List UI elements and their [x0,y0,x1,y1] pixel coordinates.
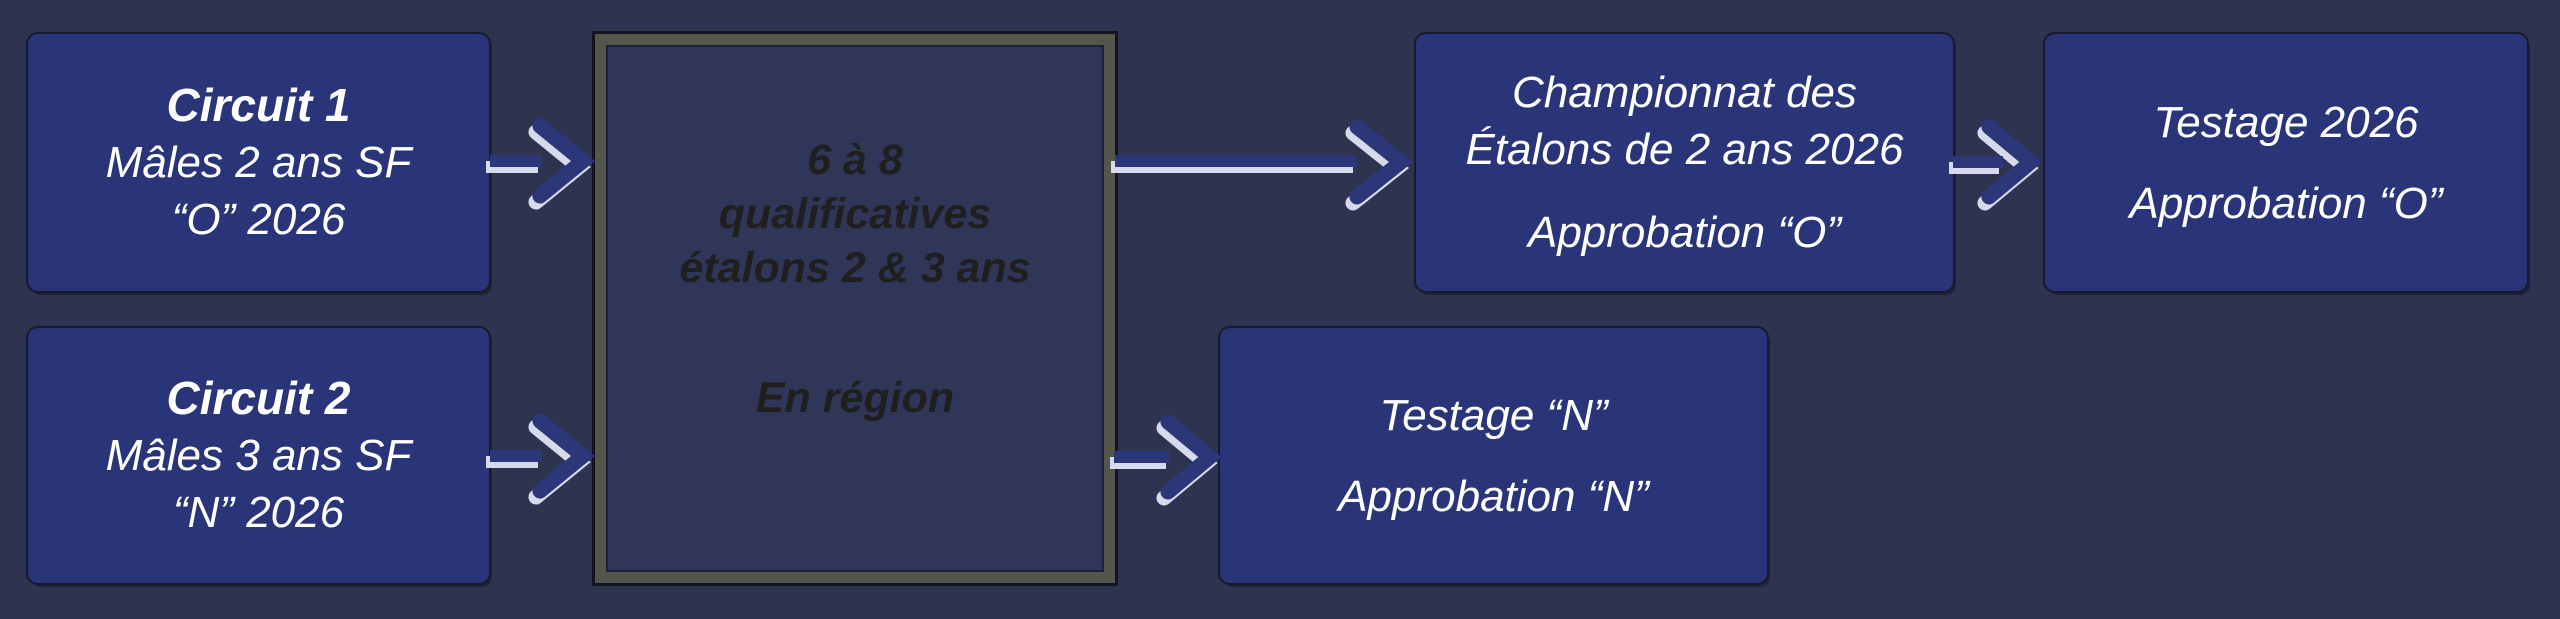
node-title: Circuit 2 [166,372,351,424]
node-line: Testage 2026 [2153,97,2419,147]
node-line: qualificatives [718,189,992,238]
node-line: Mâles 3 ans SF [105,431,412,480]
node-line: En région [755,373,955,422]
node-circuit-1: Circuit 1 Mâles 2 ans SF “O” 2026 [28,34,489,291]
node-line: étalons 2 & 3 ans [679,243,1031,292]
node-circuit-2: Circuit 2 Mâles 3 ans SF “N” 2026 [28,328,489,583]
node-line: Approbation “O” [1527,208,1842,257]
node-line: Mâles 2 ans SF [105,138,412,187]
node-qualificatives: 6 à 8 qualificatives étalons 2 & 3 ans E… [595,34,1115,583]
node-line: “N” 2026 [172,488,345,537]
node-line: 6 à 8 [807,135,903,184]
node-line: Étalons de 2 ans 2026 [1465,125,1904,174]
arrow-circuit1-to-qualificatives-icon [486,118,595,210]
node-line: Testage “N” [1379,390,1608,440]
node-line: Championnat des [1512,68,1857,117]
arrow-qualificatives-to-testage-n-icon [1110,414,1222,506]
arrow-championnat-to-testage-2026-icon [1949,119,2043,211]
node-title: Circuit 1 [166,79,351,131]
node-line: Approbation “O” [2129,178,2443,228]
node-testage-n: Testage “N” Approbation “N” [1220,328,1767,583]
arrow-qualificatives-to-championnat-icon [1111,119,1414,211]
node-line: “O” 2026 [171,195,346,244]
node-testage-2026: Testage 2026 Approbation “O” [2045,34,2527,291]
node-championnat: Championnat des Étalons de 2 ans 2026 Ap… [1416,34,1953,291]
node-line: Approbation “N” [1338,471,1649,521]
arrow-circuit2-to-qualificatives-icon [486,413,595,505]
